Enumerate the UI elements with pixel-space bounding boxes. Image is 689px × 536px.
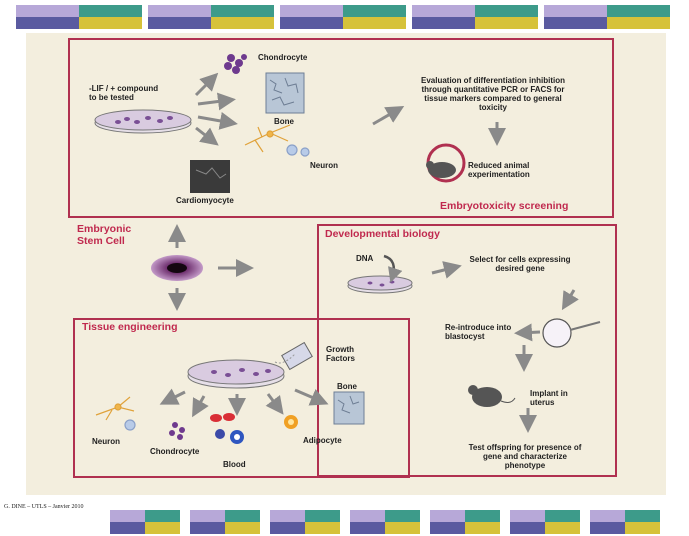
mouse-image	[468, 385, 516, 407]
growth-factors-label: Growth Factors	[326, 345, 355, 363]
diagram-graphics	[94, 54, 601, 444]
decorative-bar-segment	[544, 5, 670, 29]
bone-label-bottom: Bone	[337, 382, 357, 391]
neuron-cells-top	[244, 124, 310, 157]
neuron-label: Neuron	[310, 161, 338, 170]
decorative-header-bars	[0, 5, 689, 31]
chondrocyte-label-bottom: Chondrocyte	[150, 447, 200, 456]
embryonic-stem-cell-image	[151, 255, 203, 281]
cardiomyocyte-label: Cardiomyocyte	[176, 196, 234, 205]
embryotoxicity-box	[68, 38, 614, 218]
blood-label: Blood	[223, 460, 246, 469]
bone-label: Bone	[274, 117, 294, 126]
blood-cells	[210, 413, 244, 444]
reintroduce-text: Re-introduce into blastocyst	[445, 323, 512, 341]
mouse-forbidden-icon	[426, 143, 466, 183]
growth-factor-vial-icon	[274, 341, 313, 371]
select-cells-text: Select for cells expressing desired gene	[469, 255, 571, 273]
decorative-bar-segment	[412, 5, 538, 29]
adipocyte-label: Adipocyte	[303, 436, 342, 445]
implant-text: Implant in uterus	[530, 389, 568, 407]
petri-dish-tissue	[187, 359, 285, 389]
embryotoxicity-title: Embryotoxicity screening	[440, 200, 569, 212]
chondrocyte-label: Chondrocyte	[258, 53, 308, 62]
chondrocyte-cells-top	[224, 54, 247, 74]
developmental-biology-title: Developmental biology	[325, 228, 440, 240]
compound-label: -LIF / + compound to be tested	[89, 84, 159, 102]
stem-cell-label: Embryonic Stem Cell	[77, 223, 132, 247]
adipocyte-cell	[284, 415, 298, 429]
footer-credit: G. DINE – UTLS – Janvier 2010	[4, 504, 84, 510]
decorative-bar-segment	[16, 5, 142, 29]
evaluation-text: Evaluation of differentiation inhibition…	[421, 76, 565, 112]
decorative-bar-segment	[148, 5, 274, 29]
tissue-engineering-box	[73, 318, 410, 478]
developmental-biology-box	[317, 224, 617, 477]
bone-tissue-image-bottom	[333, 391, 365, 425]
chondrocyte-cells-bottom	[169, 422, 185, 440]
decorative-bar-segment	[280, 5, 406, 29]
neuron-cells-bottom	[95, 396, 136, 431]
neuron-label-bottom: Neuron	[92, 437, 120, 446]
reduced-animal-label: Reduced animal experimentation	[468, 161, 530, 179]
petri-dish-top	[94, 109, 192, 134]
petri-dish-developmental	[347, 275, 413, 294]
tissue-engineering-title: Tissue engineering	[82, 321, 178, 333]
cardiomyocyte-image	[190, 160, 230, 193]
test-offspring-text: Test offspring for presence of gene and …	[468, 443, 582, 470]
blastocyst-injection-image	[542, 318, 601, 348]
dna-label: DNA	[356, 254, 374, 263]
